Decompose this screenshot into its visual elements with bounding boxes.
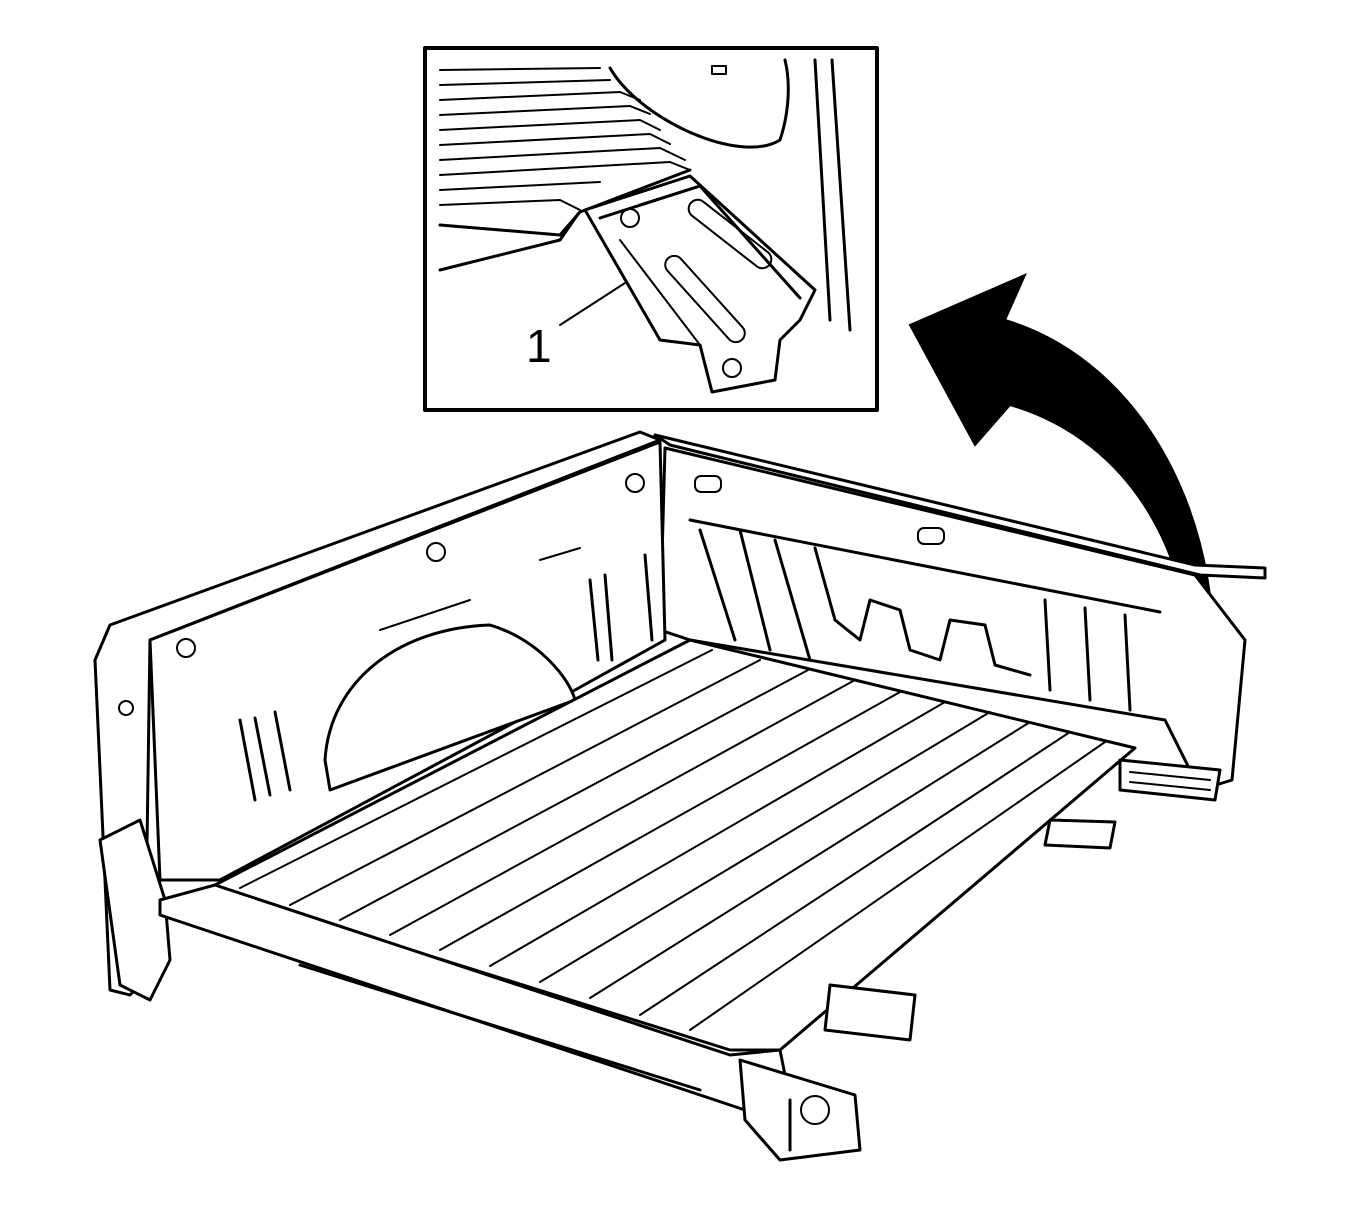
detail-inset: 1 [423,46,879,412]
crossmembers [738,818,1117,1162]
floor-ribs [239,649,1106,1031]
side-wall-details [118,473,654,802]
rail-slot-holes [620,198,773,378]
front-wall-corrugations [688,475,1162,712]
inset-floor-ribs [439,67,691,211]
callout-1-leader [559,282,626,326]
callout-1-label: 1 [526,320,552,372]
truck-bed [93,430,1267,1162]
